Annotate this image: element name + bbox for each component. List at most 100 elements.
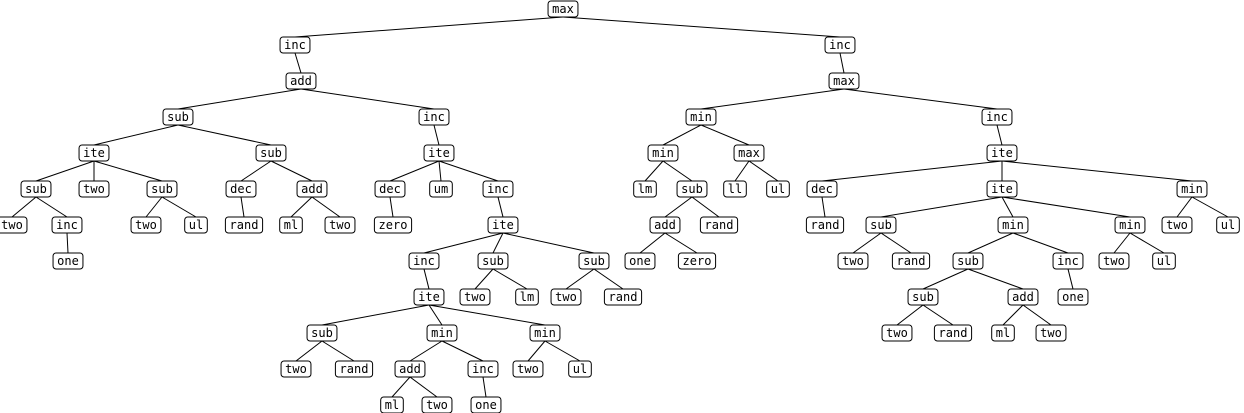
tree-node-sub: sub [255, 144, 287, 162]
tree-node-ml: ml [380, 396, 404, 413]
tree-edge [593, 268, 624, 290]
tree-node-label: sub [583, 254, 605, 268]
tree-node-sub: sub [865, 216, 897, 234]
tree-node-sub: sub [146, 180, 178, 198]
tree-node-two: two [78, 180, 110, 198]
tree-node-box [467, 360, 499, 378]
tree-edge [922, 304, 954, 326]
tree-node-ul: ul [1216, 216, 1240, 234]
tree-edge [428, 304, 443, 326]
tree-node-sub: sub [477, 252, 509, 270]
tree-node-box [907, 288, 939, 306]
tree-node-min: min [529, 324, 561, 342]
tree-node-min: min [426, 324, 458, 342]
tree-node-box [986, 144, 1018, 162]
tree-node-label: rand [939, 326, 968, 340]
tree-node-label: min [534, 326, 556, 340]
tree-node-box [20, 180, 52, 198]
tree-node-label: ite [418, 290, 440, 304]
tree-node-box [568, 360, 592, 378]
tree-node-ite: ite [487, 216, 519, 234]
tree-node-box [986, 180, 1018, 198]
tree-edge [664, 232, 698, 254]
tree-edge [1129, 232, 1165, 254]
tree-node-box [146, 180, 178, 198]
tree-edge [290, 196, 313, 218]
tree-edge [967, 268, 1024, 290]
tree-node-box [470, 396, 502, 413]
tree-node-label: rand [705, 218, 734, 232]
tree-node-box [933, 324, 973, 342]
tree-node-box [676, 180, 708, 198]
tree-node-label: two [517, 362, 539, 376]
tree-node-box [477, 252, 509, 270]
tree-edge [1067, 268, 1074, 290]
tree-edge [321, 340, 355, 362]
tree-node-box [1176, 180, 1208, 198]
tree-node-label: dec [379, 182, 401, 196]
tree-node-ul: ul [568, 360, 592, 378]
tree-edge [662, 124, 702, 146]
tree-node-box [805, 216, 845, 234]
tree-edge [66, 232, 69, 254]
tree-node-box [865, 216, 897, 234]
tree-node-label: sub [912, 290, 934, 304]
tree-edge [734, 160, 750, 182]
tree-node-label: max [833, 74, 855, 88]
tree-node-ul: ul [184, 216, 208, 234]
tree-node-box [685, 108, 717, 126]
tree-edges [11, 16, 1229, 398]
tree-node-box [828, 72, 860, 90]
tree-node-inc: inc [467, 360, 499, 378]
tree-node-label: ite [991, 146, 1013, 160]
tree-node-label: two [83, 182, 105, 196]
tree-edge [270, 160, 313, 182]
tree-node-label: sub [311, 326, 333, 340]
tree-node-min: min [685, 108, 717, 126]
tree-node-ite: ite [986, 144, 1018, 162]
tree-node-box [1007, 288, 1039, 306]
tree-node-inc: inc [482, 180, 514, 198]
tree-node-label: min [690, 110, 712, 124]
tree-edge [922, 268, 969, 290]
tree-edge [544, 340, 581, 362]
tree-node-label: min [431, 326, 453, 340]
tree-node-box [529, 324, 561, 342]
tree-node-label: ul [189, 218, 203, 232]
tree-node-box [418, 108, 450, 126]
tree-node-inc: inc [981, 108, 1013, 126]
tree-node-lm: lm [633, 180, 657, 198]
tree-node-sub: sub [952, 252, 984, 270]
tree-node-inc: inc [51, 216, 83, 234]
tree-edge [438, 160, 442, 182]
tree-node-box [459, 288, 491, 306]
tree-edge [700, 88, 845, 110]
tree-node-sub: sub [676, 180, 708, 198]
tree-node-label: zero [683, 254, 712, 268]
tree-node-um: um [429, 180, 453, 198]
tree-node-ite: ite [78, 144, 110, 162]
tree-node-box [1057, 288, 1089, 306]
tree-node-box [837, 252, 869, 270]
tree-node-one: one [1057, 288, 1089, 306]
tree-node-rand: rand [699, 216, 739, 234]
tree-node-label: ul [1157, 254, 1171, 268]
tree-node-ml: ml [279, 216, 303, 234]
tree-edge [389, 196, 394, 218]
tree-node-two: two [459, 288, 491, 306]
tree-node-label: lm [638, 182, 652, 196]
tree-node-box [824, 36, 856, 54]
tree-node-rand: rand [224, 216, 264, 234]
tree-node-box [487, 216, 519, 234]
tree-node-sub: sub [20, 180, 52, 198]
tree-node-box [374, 180, 406, 198]
tree-node-box [224, 216, 264, 234]
tree-edge [664, 196, 693, 218]
tree-node-label: min [1119, 218, 1141, 232]
tree-node-add: add [649, 216, 681, 234]
tree-node-label: sub [151, 182, 173, 196]
tree-node-label: rand [897, 254, 926, 268]
tree-node-label: inc [986, 110, 1008, 124]
tree-node-label: dec [811, 182, 833, 196]
